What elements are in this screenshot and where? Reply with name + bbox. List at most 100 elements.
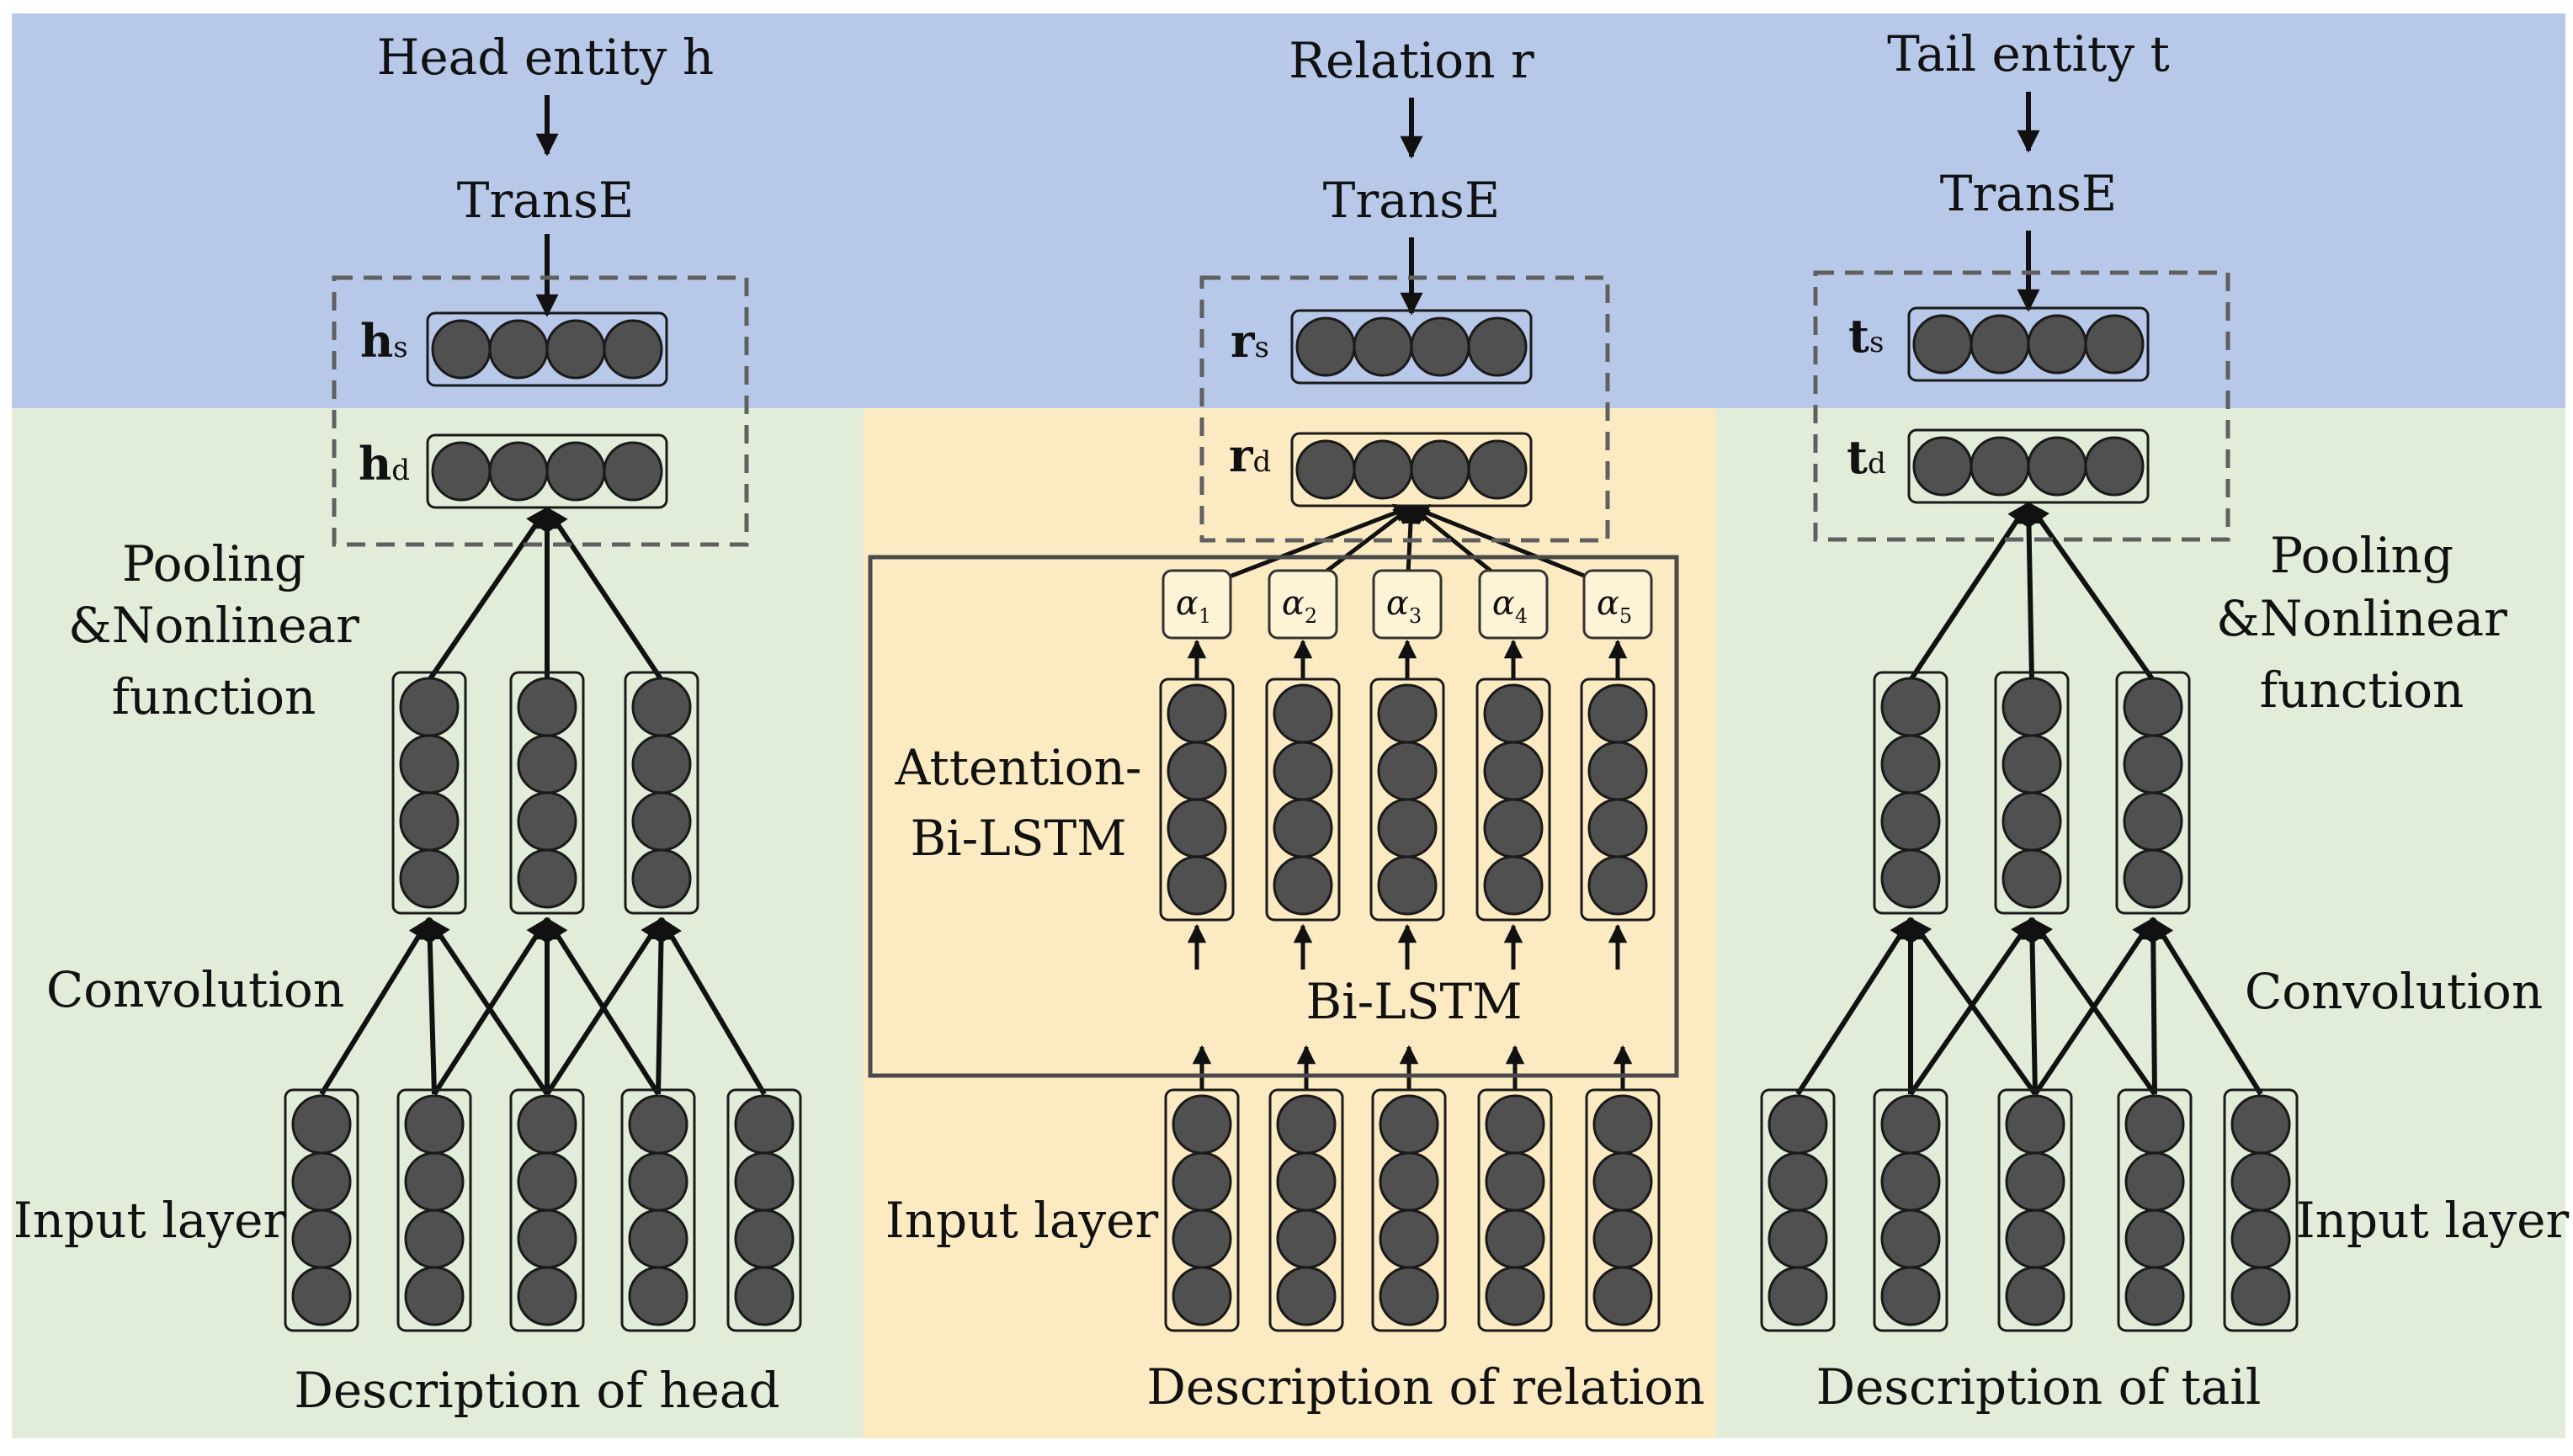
head-transe-label: TransE [457,172,634,229]
tail-input-column-node [2124,1094,2185,1155]
relation-lstm-column-frame [1159,678,1235,922]
tail-conv-column-node [2002,734,2062,794]
head-input-layer-label: Input layer [13,1192,287,1249]
head-s-vector-node [488,319,549,380]
tail-td-symbol: t [1847,430,1868,484]
head-input-column-node [628,1266,688,1326]
connection-lines [319,92,2263,1096]
alpha-subscript: 3 [1409,604,1422,628]
head-conv-column-frame [624,671,699,915]
alpha-weight-3: α3 [1372,569,1443,640]
head-d-vector-node [431,441,492,502]
head-input-column-node [517,1209,577,1269]
tail-conv-column-frame [1994,671,2070,915]
tail-conv-line [1908,917,2034,1096]
tail-input-column-node [1880,1094,1941,1155]
tail-input-column-node [1768,1209,1828,1269]
head-conv-column-node [517,734,577,794]
relation-input-column-frame [1268,1088,1344,1332]
tail-conv-column-node [1880,677,1941,737]
relation-input-column-node [1276,1094,1337,1155]
head-conv-column [624,671,699,915]
head-conv-line [545,917,664,1096]
tail-d-vector-node [1970,436,2030,497]
tail-conv-column [1873,671,1948,915]
head-hs-subscript: s [393,331,407,364]
relation-rs-symbol: r [1231,314,1255,368]
attention-bilstm-box [868,555,1679,1078]
tail-conv-column [2115,671,2191,915]
relation-input-layer-label: Input layer [885,1192,1159,1249]
relation-s-vector-node [1467,316,1528,377]
tail-conv-column [1994,671,2070,915]
alpha-subscript: 5 [1619,604,1632,628]
tail-input-column-frame [1997,1088,2073,1332]
tail-conv-column-node [2002,848,2062,909]
relation-input-column-node [1592,1094,1653,1155]
tail-input-column-node [1880,1209,1941,1269]
relation-input-column-node [1592,1266,1653,1326]
head-conv-column-node [631,677,692,737]
tail-td-subscript: d [1868,447,1886,481]
relation-lstm-column-node [1273,683,1333,744]
relation-lstm-column-node [1587,683,1648,744]
tail-conv-line [2150,917,2263,1096]
alpha-subscript: 1 [1199,604,1211,628]
relation-s-vector-node [1353,316,1413,377]
relation-d-vector [1290,432,1533,507]
head-d-vector-node [545,441,606,502]
tail-s-vector-node [1912,314,1973,375]
head-hd-label: hd [359,437,410,491]
head-convolution-label: Convolution [46,961,344,1018]
head-conv-column [509,671,585,915]
relation-d-vector-node [1410,439,1470,500]
tail-input-column-frame [1760,1088,1836,1332]
relation-lstm-column-frame [1580,678,1656,922]
relation-input-column [1585,1088,1661,1332]
relation-lstm-column-frame [1369,678,1445,922]
relation-attention-line2: Bi-LSTM [910,810,1126,867]
tail-pooling-line2: &Nonlinear [2216,590,2507,647]
relation-input-column-node [1485,1094,1545,1155]
head-input-column-node [404,1151,465,1212]
relation-lstm-column-node [1587,855,1648,916]
tail-d-vector-node [2084,436,2145,497]
head-conv-line [319,917,432,1096]
relation-input-column-node [1276,1151,1337,1212]
tail-input-column-node [1880,1266,1941,1326]
relation-s-vector [1290,309,1533,385]
tail-input-column [1873,1088,1948,1332]
relation-lstm-column-node [1273,855,1333,916]
head-vector-dash-box [332,275,749,547]
alpha-subscript: 4 [1515,604,1528,628]
relation-lstm-column [1159,678,1235,922]
relation-d-vector-node [1467,439,1528,500]
alpha-weight-5: α5 [1582,569,1653,640]
head-description-label: Description of head [294,1362,779,1419]
relation-lstm-column-node [1483,798,1544,858]
tail-conv-column-node [2123,677,2183,737]
tail-s-vector-node [1970,314,2030,375]
alpha-box [1372,569,1443,640]
relation-input-column-node [1485,1266,1545,1326]
relation-lstm-column [1265,678,1341,922]
relation-lstm-column-node [1587,798,1648,858]
head-input-column-node [291,1266,352,1326]
head-input-column-node [734,1094,795,1155]
tail-conv-line [2033,917,2156,1096]
relation-rd-label: rd [1229,428,1271,482]
tail-input-column [2223,1088,2299,1332]
tail-conv-column-node [2002,791,2062,852]
relation-attention-line [1409,504,1619,592]
relation-input-column [1371,1088,1447,1332]
head-hs-symbol: h [360,314,393,368]
relation-lstm-column-node [1483,741,1544,801]
tail-input-column-node [2124,1151,2185,1212]
head-pooling-line [427,506,550,682]
relation-lstm-column-node [1377,741,1438,801]
relation-vector-dash-box [1199,275,1610,543]
relation-lstm-column-node [1377,683,1438,744]
tail-conv-line [2020,917,2044,1095]
